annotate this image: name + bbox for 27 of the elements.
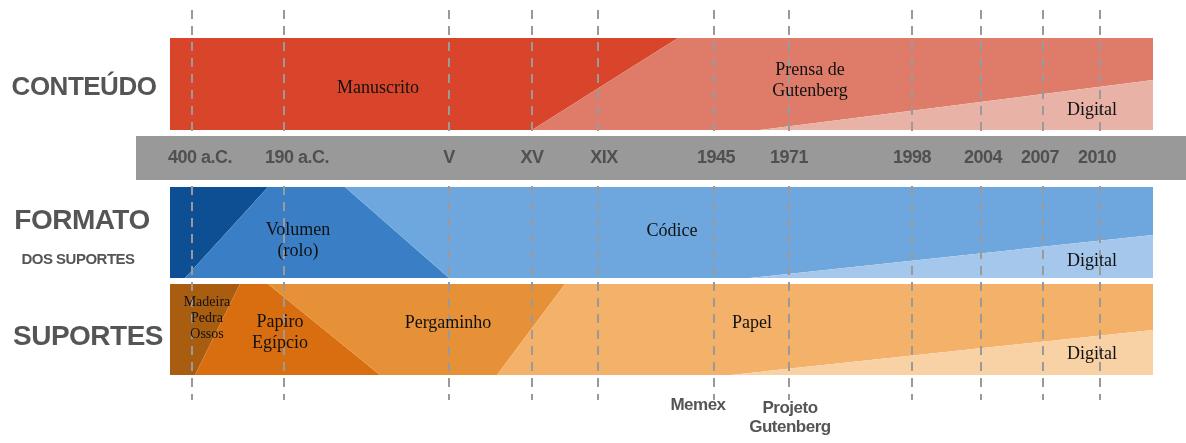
- band-label: Volumen (rolo): [264, 219, 332, 261]
- event-label: Memex: [670, 395, 726, 415]
- band-label: Digital: [1067, 342, 1117, 364]
- timeline-date: XV: [520, 148, 544, 168]
- row-subheading: DOS SUPORTES: [21, 250, 135, 268]
- timeline-date: 1971: [770, 148, 808, 168]
- timeline-date: 190 a.C.: [265, 148, 329, 168]
- event-label: Projeto Gutenberg: [748, 399, 832, 437]
- row-heading: FORMATO: [14, 204, 150, 236]
- band-label: Pergaminho: [404, 311, 492, 333]
- timeline-date: 2010: [1078, 148, 1116, 168]
- band-label: Papel: [732, 311, 772, 333]
- band-label: Manuscrito: [337, 76, 419, 98]
- timeline-date: 1998: [893, 148, 931, 168]
- band-label: Códice: [646, 219, 698, 241]
- timeline-date: XIX: [590, 148, 618, 168]
- row-heading: SUPORTES: [13, 320, 163, 352]
- timeline-date: 2004: [964, 148, 1002, 168]
- row-heading: CONTEÚDO: [11, 71, 157, 101]
- timeline-date: V: [443, 148, 455, 168]
- timeline-date: 400 a.C.: [168, 148, 232, 168]
- band-label: Prensa de Gutenberg: [771, 59, 849, 101]
- timeline-date: 2007: [1021, 148, 1059, 168]
- band-label: Digital: [1067, 98, 1117, 120]
- band-label: Papiro Egípcio: [251, 311, 309, 353]
- band-label: Digital: [1067, 249, 1117, 271]
- timeline-date: 1945: [697, 148, 735, 168]
